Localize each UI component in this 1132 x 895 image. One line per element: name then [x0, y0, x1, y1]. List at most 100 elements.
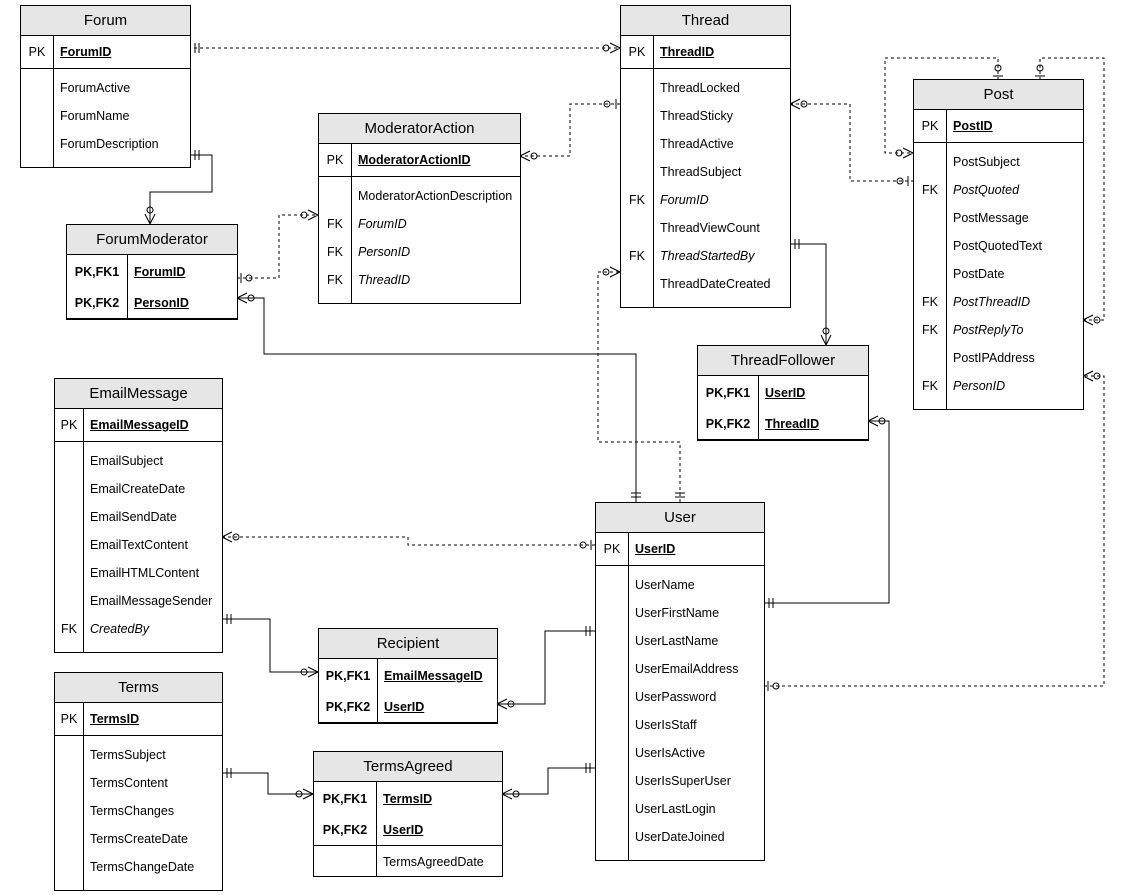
key-type: PK	[603, 542, 621, 556]
entity-title: TermsAgreed	[314, 752, 502, 782]
marker-one	[768, 598, 774, 608]
field-row: PostMessage	[914, 204, 1083, 232]
field-row: EmailCreateDate	[55, 475, 222, 503]
key-type: FK	[629, 193, 645, 207]
field-name: TermsChangeDate	[90, 860, 195, 874]
key-divider	[628, 566, 629, 860]
field-name: ThreadViewCount	[660, 221, 760, 235]
field-name: PostDate	[953, 267, 1005, 281]
field-name: PostMessage	[953, 211, 1029, 225]
key-type: PK,FK2	[322, 823, 368, 837]
field-row: UserIsStaff	[596, 711, 764, 739]
marker-zero-many	[300, 209, 319, 221]
key-type: PK,FK2	[325, 700, 371, 714]
field-name: TermsID	[383, 792, 433, 806]
rel-thread-threadfollower	[790, 243, 827, 345]
field-name: UserID	[765, 386, 806, 400]
marker-zero-many	[789, 98, 808, 110]
field-name: PostID	[953, 119, 993, 133]
field-name: ForumActive	[60, 81, 131, 95]
rel-forummoderator-moderatoraction	[237, 214, 318, 279]
rel-forum-forummoderator	[149, 154, 213, 224]
field-row: PostDate	[914, 260, 1083, 288]
key-type: PK	[60, 418, 78, 432]
field-name: PostQuoted	[953, 183, 1020, 197]
field-row: TermsChanges	[55, 797, 222, 825]
entity-title: EmailMessage	[55, 379, 222, 409]
marker-zero-many	[221, 531, 240, 543]
marker-zero-many	[300, 666, 319, 678]
marker-zero-one	[993, 64, 1003, 77]
key-type: FK	[922, 183, 938, 197]
key-type: PK,FK1	[322, 792, 368, 806]
marker-zero-many	[519, 150, 538, 162]
field-row: UserFirstName	[596, 599, 764, 627]
field-name: UserIsStaff	[635, 718, 697, 732]
field-name: PersonID	[953, 379, 1006, 393]
field-name: ForumName	[60, 109, 130, 123]
rel-user-post	[764, 375, 1105, 687]
field-name: EmailMessageSender	[90, 594, 213, 608]
rel-user-thread	[597, 271, 681, 502]
field-row: UserPassword	[596, 683, 764, 711]
field-name: PostThreadID	[953, 295, 1031, 309]
field-name: UserID	[383, 823, 424, 837]
key-divider	[376, 846, 377, 876]
entity-title: ForumModerator	[67, 225, 237, 255]
field-name: UserEmailAddress	[635, 662, 739, 676]
marker-zero-many	[144, 206, 156, 225]
marker-one	[226, 614, 232, 624]
rel-user-threadfollower	[764, 420, 890, 604]
key-type: FK	[922, 379, 938, 393]
marker-zero-many	[496, 698, 515, 710]
field-row: TermsChangeDate	[55, 853, 222, 881]
rel-user-recipient	[497, 630, 595, 705]
key-type: PK,FK1	[74, 265, 120, 279]
key-divider	[83, 409, 84, 441]
field-name: PostSubject	[953, 155, 1020, 169]
field-name: ForumID	[660, 193, 709, 207]
marker-one	[631, 492, 641, 498]
field-name: TermsSubject	[90, 748, 166, 762]
key-type: FK	[61, 622, 77, 636]
field-row: TermsSubject	[55, 741, 222, 769]
marker-zero-many	[295, 788, 314, 800]
field-name: UserID	[635, 542, 676, 556]
field-row: PostIPAddress	[914, 344, 1083, 372]
key-type: FK	[327, 273, 343, 287]
key-divider	[53, 36, 54, 68]
entity-title: ModeratorAction	[319, 114, 520, 144]
field-row: TermsContent	[55, 769, 222, 797]
field-row: UserEmailAddress	[596, 655, 764, 683]
pk-row: PK,FK2 UserID	[314, 815, 502, 846]
rel-thread-moderatoraction	[520, 103, 620, 157]
marker-zero-one	[896, 176, 909, 186]
key-type: FK	[327, 245, 343, 259]
field-name: ThreadID	[765, 417, 820, 431]
key-type: PK	[921, 119, 939, 133]
key-type: FK	[922, 295, 938, 309]
field-name: ForumID	[358, 217, 407, 231]
key-type: PK	[326, 153, 344, 167]
field-name: UserName	[635, 578, 695, 592]
key-divider	[376, 782, 377, 845]
marker-one	[675, 492, 685, 498]
